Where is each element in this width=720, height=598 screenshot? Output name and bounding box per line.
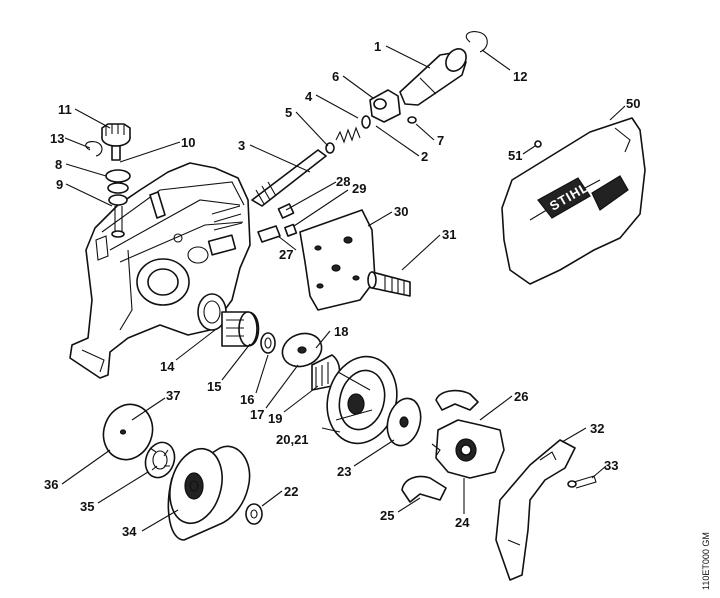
chain-catcher-guide xyxy=(495,439,576,581)
callout-35: 35 xyxy=(80,499,94,514)
callout-18: 18 xyxy=(334,324,348,339)
callout-51: 51 xyxy=(508,148,522,163)
callout-6: 6 xyxy=(332,69,339,84)
needle-cage xyxy=(144,441,176,479)
washer xyxy=(386,397,422,447)
callout-5: 5 xyxy=(285,105,292,120)
callout-32: 32 xyxy=(590,421,604,436)
clutch-assembly xyxy=(401,389,505,503)
callout-31: 31 xyxy=(442,227,456,242)
callout-28: 28 xyxy=(336,174,350,189)
leader-lines xyxy=(61,45,626,532)
callout-29: 29 xyxy=(352,181,366,196)
collar-stud xyxy=(367,271,411,297)
callout-50: 50 xyxy=(626,96,640,111)
callout-30: 30 xyxy=(394,204,408,219)
sprocket-cover: STIHL xyxy=(501,117,646,285)
guide-plate xyxy=(299,209,376,311)
callout-34: 34 xyxy=(122,524,137,539)
callout-13: 13 xyxy=(50,131,64,146)
callout-37: 37 xyxy=(166,388,180,403)
callout-12: 12 xyxy=(513,69,527,84)
callout-15: 15 xyxy=(207,379,221,394)
callout-36: 36 xyxy=(44,477,58,492)
oil-filler-cap-assembly xyxy=(85,123,131,238)
clutch-drum xyxy=(326,355,398,445)
screw xyxy=(567,475,597,489)
callout-25: 25 xyxy=(380,508,394,523)
callout-16: 16 xyxy=(240,392,254,407)
oil-pump-assembly xyxy=(251,31,488,243)
callout-10: 10 xyxy=(181,135,195,150)
rim-sprocket xyxy=(167,445,251,541)
callout-19: 19 xyxy=(268,411,282,426)
callout-17: 17 xyxy=(250,407,264,422)
callout-7: 7 xyxy=(437,133,444,148)
drawing-code: 110ET000 GM xyxy=(701,532,711,590)
callout-24: 24 xyxy=(455,515,470,530)
callout-23: 23 xyxy=(337,464,351,479)
locking-washer xyxy=(245,503,263,525)
callout-26: 26 xyxy=(514,389,528,404)
callout-labels: 1 2 3 4 5 6 7 8 9 10 11 12 13 14 15 16 1… xyxy=(44,39,640,539)
callout-3: 3 xyxy=(238,138,245,153)
callout-1: 1 xyxy=(374,39,381,54)
callout-22: 22 xyxy=(284,484,298,499)
callout-20-21: 20,21 xyxy=(276,432,309,447)
callout-27: 27 xyxy=(279,247,293,262)
drive-disc xyxy=(102,403,154,461)
callout-4: 4 xyxy=(305,89,313,104)
callout-8: 8 xyxy=(55,157,62,172)
callout-14: 14 xyxy=(160,359,175,374)
callout-11: 11 xyxy=(58,102,72,117)
callout-33: 33 xyxy=(604,458,618,473)
callout-9: 9 xyxy=(56,177,63,192)
callout-2: 2 xyxy=(421,149,428,164)
